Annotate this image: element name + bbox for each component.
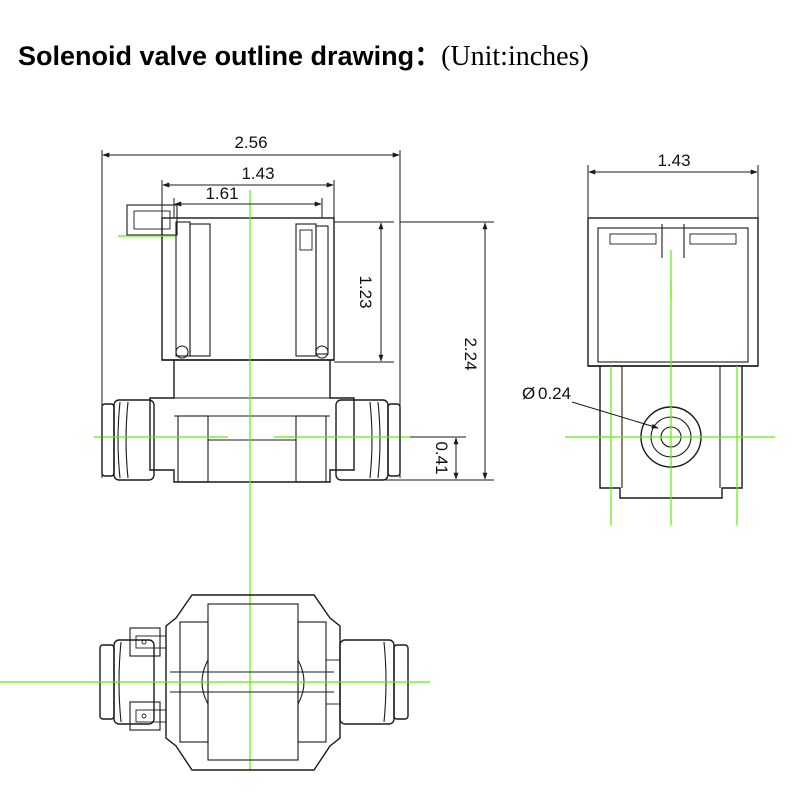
diameter-symbol: Ø — [522, 384, 535, 403]
side-view: 1.43 Ø 0.24 — [522, 151, 775, 525]
dim-port-height: 0.41 — [432, 441, 451, 474]
side-dimensions — [571, 165, 759, 429]
front-centerlines — [94, 190, 410, 770]
side-coil — [587, 217, 759, 367]
dim-side-width: 1.43 — [657, 151, 690, 170]
dim-coil-width: 1.43 — [241, 164, 274, 183]
dim-coil-height: 1.23 — [356, 275, 375, 308]
front-extension-lines — [101, 150, 494, 481]
title-separator: ： — [414, 41, 442, 71]
front-terminal — [126, 204, 178, 236]
front-right-fitting — [335, 399, 401, 481]
dim-body-width: 1.61 — [205, 184, 238, 203]
top-terminals — [129, 627, 167, 731]
front-dimension-lines — [102, 152, 488, 480]
front-body — [149, 360, 355, 483]
side-centerlines — [565, 250, 775, 525]
front-left-fitting — [101, 399, 155, 481]
top-view — [0, 594, 430, 771]
title-text: Solenoid valve outline drawing — [18, 41, 415, 71]
front-view: 2.56 1.43 1.61 1.23 2.24 0.41 — [94, 133, 494, 770]
dim-overall-width: 2.56 — [234, 133, 267, 152]
unit-label: (Unit:inches) — [441, 41, 589, 72]
front-coil — [161, 217, 335, 361]
drawing-title: Solenoid valve outline drawing：(Unit:inc… — [18, 34, 589, 73]
dim-overall-height: 2.24 — [461, 337, 480, 370]
dim-port-diameter: 0.24 — [538, 384, 571, 403]
